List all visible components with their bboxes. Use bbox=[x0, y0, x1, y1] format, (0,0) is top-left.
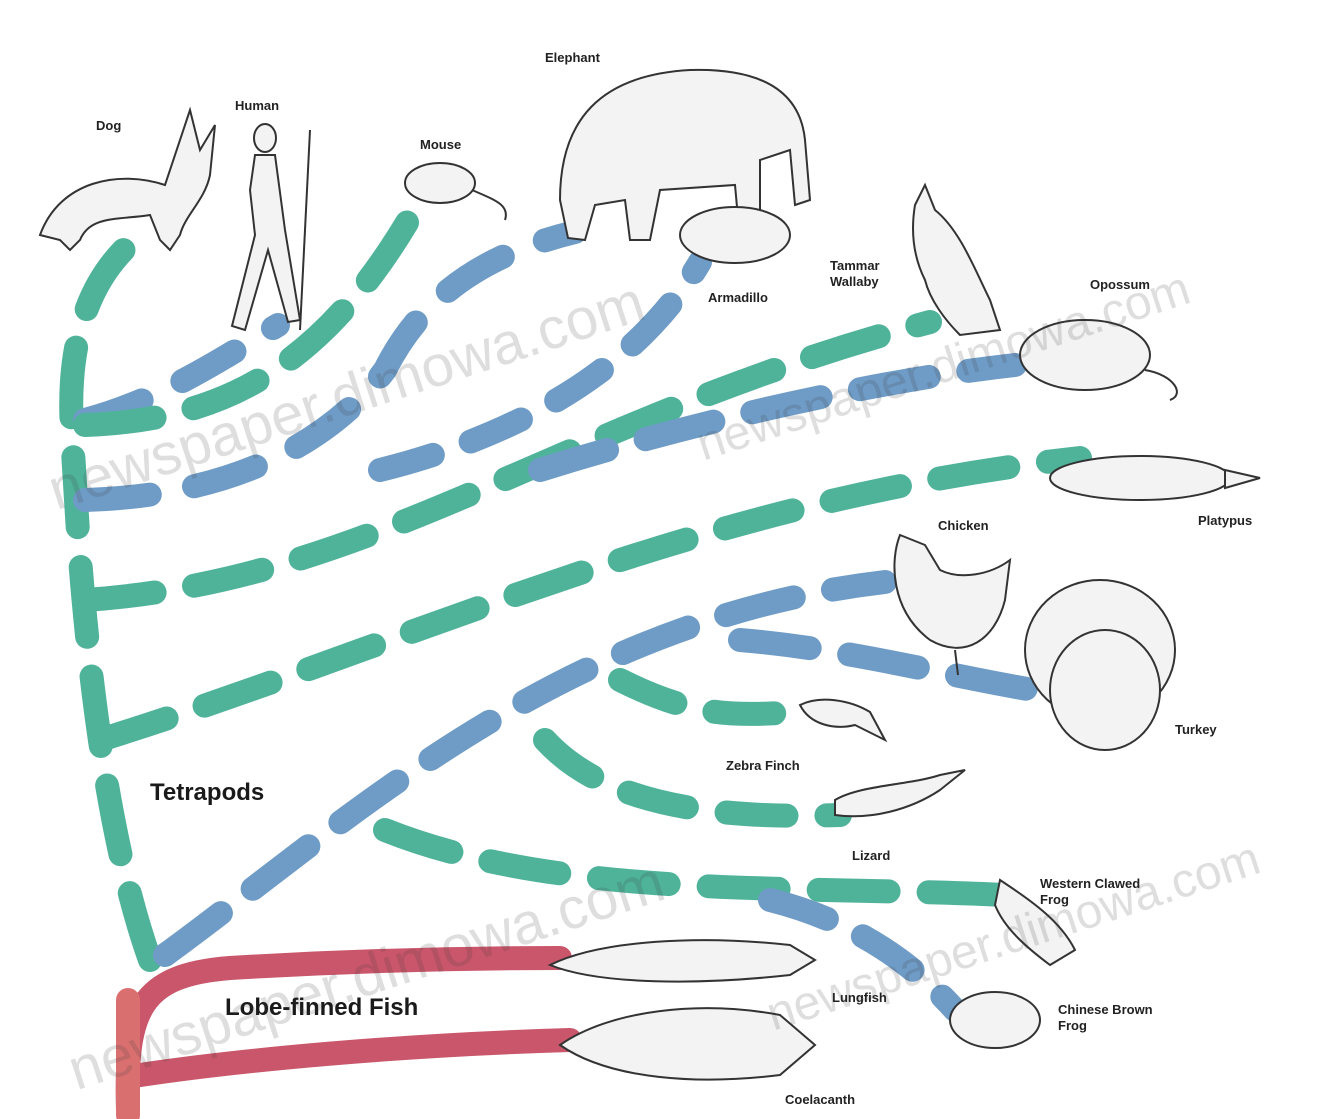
label-zebra-finch: Zebra Finch bbox=[726, 758, 800, 774]
label-mouse: Mouse bbox=[420, 137, 461, 153]
label-armadillo: Armadillo bbox=[708, 290, 768, 306]
label-chicken: Chicken bbox=[938, 518, 989, 534]
chicken-illustration bbox=[894, 535, 1010, 675]
label-dog: Dog bbox=[96, 118, 121, 134]
branch-frogs bbox=[385, 830, 1005, 895]
branch-lizard bbox=[545, 740, 840, 816]
branch-turkey bbox=[740, 640, 1065, 695]
branch-zebra-finch bbox=[620, 680, 800, 714]
label-lizard: Lizard bbox=[852, 848, 890, 864]
chinese-frog-illustration bbox=[950, 992, 1040, 1048]
platypus-illustration bbox=[1050, 456, 1260, 500]
human-illustration bbox=[232, 124, 310, 330]
turkey-illustration bbox=[1025, 580, 1175, 750]
dog-illustration bbox=[40, 110, 215, 250]
label-elephant: Elephant bbox=[545, 50, 600, 66]
armadillo-illustration bbox=[680, 207, 790, 263]
mouse-illustration bbox=[405, 163, 506, 220]
label-human: Human bbox=[235, 98, 279, 114]
label-chinese-brown-frog: Chinese Brown Frog bbox=[1058, 1002, 1153, 1034]
lizard-illustration bbox=[835, 770, 965, 816]
lungfish-illustration bbox=[550, 940, 815, 981]
label-coelacanth: Coelacanth bbox=[785, 1092, 855, 1108]
label-turkey: Turkey bbox=[1175, 722, 1217, 738]
label-platypus: Platypus bbox=[1198, 513, 1252, 529]
label-tetrapods: Tetrapods bbox=[150, 785, 264, 801]
zebra-finch-illustration bbox=[800, 700, 885, 740]
label-tammar-wallaby: Tammar Wallaby bbox=[830, 258, 880, 290]
